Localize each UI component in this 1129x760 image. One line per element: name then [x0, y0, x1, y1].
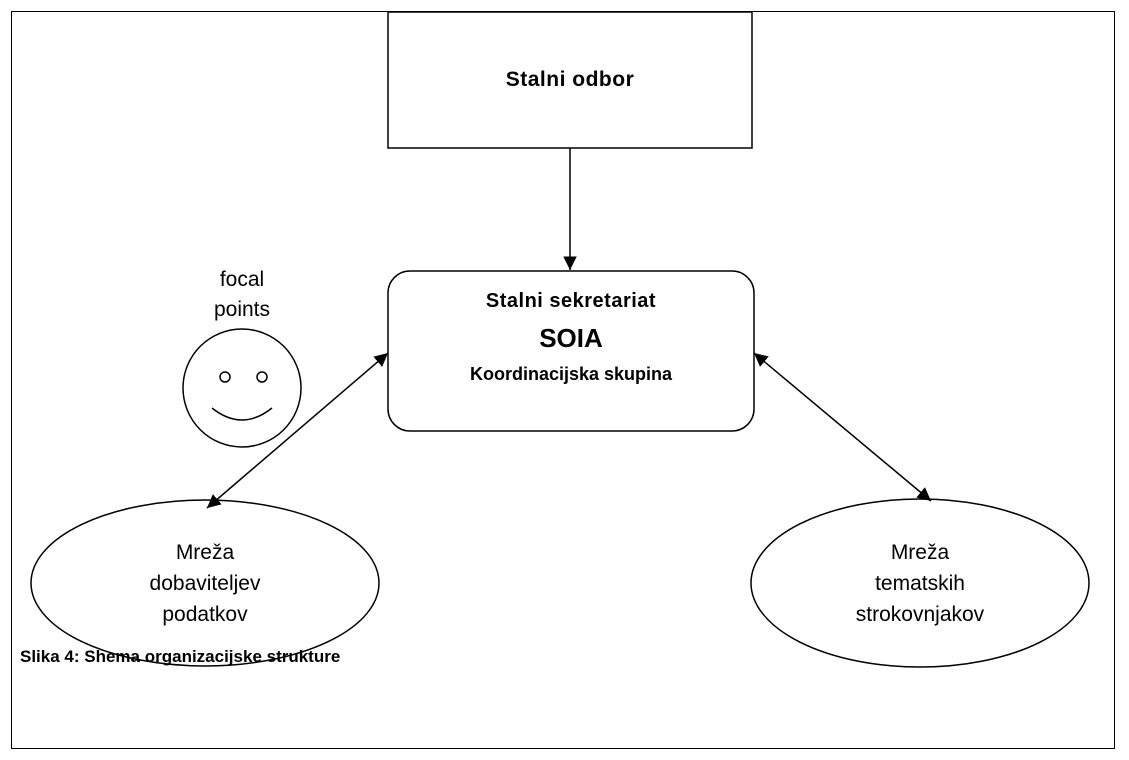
secretariat-labels: Stalni sekretariat SOIA Koordinacijska s…	[388, 290, 754, 385]
committee-label: Stalni odbor	[505, 68, 635, 91]
data-providers-line3: podatkov	[162, 603, 248, 626]
secretariat-title: Stalni sekretariat	[485, 290, 657, 312]
secretariat-acronym: SOIA	[539, 323, 603, 353]
experts-line1: Mreža	[890, 541, 950, 564]
experts-line3: strokovnjakov	[855, 603, 985, 626]
experts-line2: tematskih	[875, 572, 965, 595]
experts-label: Mreža tematskih strokovnjakov	[751, 537, 1089, 630]
edge-secretariat-data-providers	[206, 352, 389, 509]
secretariat-subtitle: Koordinacijska skupina	[469, 364, 673, 384]
focal-points-label: focal points	[180, 265, 304, 325]
edge-secretariat-experts	[753, 352, 932, 502]
data-providers-line1: Mreža	[175, 541, 235, 564]
focal-points-line1: focal	[219, 268, 265, 291]
data-providers-label: Mreža dobaviteljev podatkov	[31, 537, 379, 630]
focal-points-line2: points	[213, 298, 271, 321]
data-providers-oval	[30, 499, 380, 667]
smiley-icon	[182, 328, 302, 448]
secretariat-box	[387, 270, 755, 432]
figure-caption: Slika 4: Shema organizacijske strukture	[20, 647, 341, 666]
data-providers-line2: dobaviteljev	[149, 572, 261, 595]
committee-box	[387, 11, 753, 149]
